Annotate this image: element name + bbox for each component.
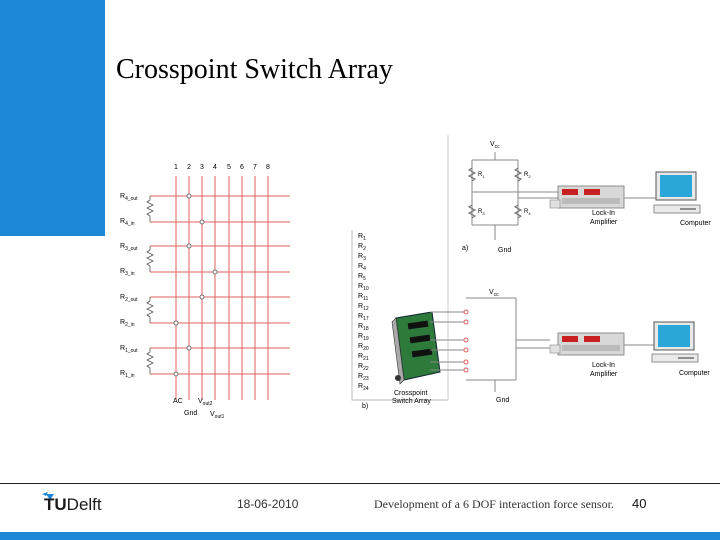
vcc-label-a: Vcc bbox=[490, 141, 500, 150]
switch-label: Switch Array bbox=[392, 398, 431, 405]
resistor-label: R18 bbox=[358, 323, 369, 332]
logo-text: TUDelft bbox=[44, 495, 102, 514]
resistor-label: R12 bbox=[358, 303, 369, 312]
matrix-row-lines bbox=[150, 195, 290, 375]
computer-icon bbox=[651, 321, 699, 363]
bridge-resistor-label: R2 bbox=[524, 172, 531, 179]
matrix-crosspoints bbox=[173, 193, 218, 377]
matrix-column-label: 5 bbox=[227, 164, 231, 171]
slide-title: Crosspoint Switch Array bbox=[116, 54, 393, 85]
resistor-label: R3 bbox=[358, 253, 366, 262]
computer-label: Computer bbox=[680, 220, 711, 227]
resistor-label: R19 bbox=[358, 333, 369, 342]
matrix-column-label: 6 bbox=[240, 164, 244, 171]
matrix-row-label: R3_out bbox=[120, 243, 138, 252]
footer-description: Development of a 6 DOF interaction force… bbox=[374, 497, 614, 511]
figure-b-frame bbox=[351, 230, 448, 401]
footer-divider bbox=[0, 483, 720, 484]
accent-bar bbox=[0, 0, 105, 236]
figure-label-a: a) bbox=[462, 245, 468, 252]
matrix-row-label: R2_in bbox=[120, 319, 135, 328]
matrix-vout2-label: Vout2 bbox=[198, 398, 213, 407]
footer-date: 18-06-2010 bbox=[237, 497, 299, 511]
matrix-row-label: R1_out bbox=[120, 345, 138, 354]
matrix-vout1-label: Vout1 bbox=[210, 411, 225, 420]
matrix-resistors bbox=[146, 196, 154, 374]
switch-card-icon bbox=[391, 311, 441, 385]
vcc-label-b: Vcc bbox=[489, 289, 499, 298]
gnd-label-b: Gnd bbox=[496, 397, 509, 404]
resistor-label: R23 bbox=[358, 373, 369, 382]
resistor-label: R22 bbox=[358, 363, 369, 372]
resistor-list: R1 R2 R3 R4 R5 R10 R11 R12 R17 R18 R19 R… bbox=[358, 233, 369, 392]
matrix-row-label: R2_out bbox=[120, 294, 138, 303]
bridge-resistor-label: R3 bbox=[478, 209, 485, 216]
matrix-column-label: 3 bbox=[200, 164, 204, 171]
resistor-label: R4 bbox=[358, 263, 366, 272]
resistor-label: R1 bbox=[358, 233, 366, 242]
amplifier-label: Lock-In bbox=[592, 210, 615, 217]
matrix-row-label: R1_in bbox=[120, 370, 135, 379]
tu-delft-logo bbox=[42, 492, 54, 500]
matrix-row-label: R4_in bbox=[120, 218, 135, 227]
bridge-resistor-label: R4 bbox=[524, 209, 531, 216]
resistor-label: R5 bbox=[358, 273, 366, 282]
matrix-column-label: 8 bbox=[266, 164, 270, 171]
figure-label-b: b) bbox=[362, 403, 368, 410]
bridge-circuit-b bbox=[430, 297, 550, 392]
bridge-b-terminals bbox=[463, 309, 469, 373]
resistor-label: R20 bbox=[358, 343, 369, 352]
resistor-label: R10 bbox=[358, 283, 369, 292]
computer-icon bbox=[653, 171, 701, 214]
amplifier-label: Amplifier bbox=[590, 219, 618, 226]
bridge-resistor-label: R1 bbox=[478, 172, 485, 179]
footer-accent-strip bbox=[0, 532, 720, 540]
matrix-gnd-label: Gnd bbox=[184, 410, 197, 417]
lock-in-amplifier-icon bbox=[549, 185, 625, 209]
resistor-label: R2 bbox=[358, 243, 366, 252]
amplifier-label: Lock-In bbox=[592, 362, 615, 369]
gnd-label-a: Gnd bbox=[498, 247, 511, 254]
matrix-column-lines bbox=[175, 176, 269, 400]
matrix-ac-label: AC bbox=[173, 398, 183, 405]
bridge-circuit-a bbox=[467, 152, 560, 240]
matrix-column-label: 4 bbox=[213, 164, 217, 171]
matrix-row-label: R3_in bbox=[120, 268, 135, 277]
resistor-label: R11 bbox=[358, 293, 368, 302]
matrix-column-label: 7 bbox=[253, 164, 257, 171]
matrix-column-label: 1 bbox=[174, 164, 178, 171]
resistor-label: R17 bbox=[358, 313, 369, 322]
lock-in-amplifier-icon bbox=[549, 332, 625, 356]
amplifier-label: Amplifier bbox=[590, 371, 618, 378]
matrix-column-label: 2 bbox=[187, 164, 191, 171]
crosspoint-matrix: 1 2 3 4 5 6 7 8 bbox=[120, 164, 290, 420]
resistor-label: R24 bbox=[358, 383, 369, 392]
page-number: 40 bbox=[632, 496, 647, 511]
switch-label: Crosspoint bbox=[394, 390, 428, 397]
matrix-row-label: R4_out bbox=[120, 193, 138, 202]
resistor-label: R21 bbox=[358, 353, 369, 362]
computer-label: Computer bbox=[679, 370, 710, 377]
